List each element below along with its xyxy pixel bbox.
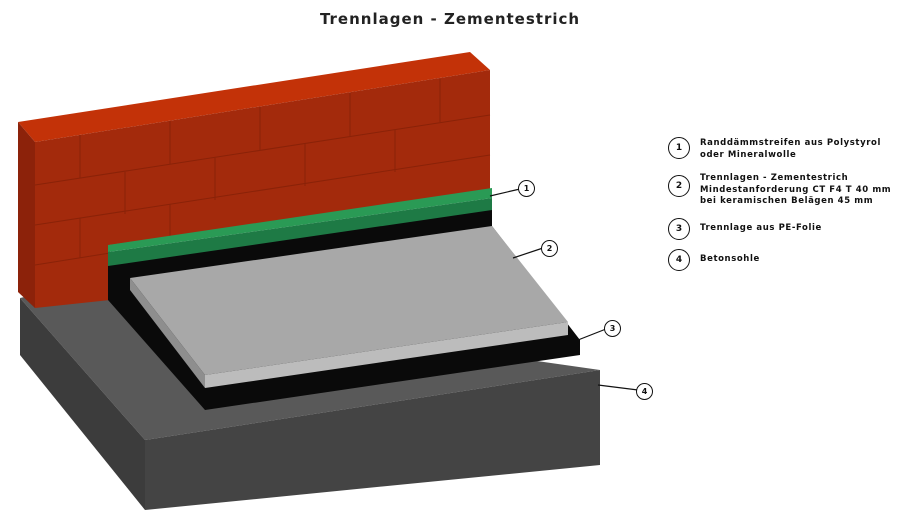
legend-label: Trennlage aus PE-Folie bbox=[700, 223, 822, 233]
callout-marker-3: 3 bbox=[604, 320, 621, 337]
legend-number: 1 bbox=[668, 137, 690, 159]
leader-line-1 bbox=[489, 188, 521, 197]
leader-line-4 bbox=[597, 384, 639, 391]
callout-marker-4: 4 bbox=[636, 383, 653, 400]
brick-wall-top bbox=[18, 52, 490, 142]
diagram-title: Trennlagen - Zementestrich bbox=[319, 10, 581, 28]
legend-label: Randdämmstreifen aus Polystyrol oder Min… bbox=[700, 138, 881, 160]
brick-mortar-lines bbox=[34, 79, 491, 266]
legend-number: 4 bbox=[668, 249, 690, 271]
leader-line-3 bbox=[577, 328, 607, 341]
insulation-strip-top bbox=[108, 188, 492, 252]
screed-front bbox=[205, 322, 568, 388]
legend-label: Betonsohle bbox=[700, 254, 760, 264]
legend-number: 3 bbox=[668, 218, 690, 240]
screed-side bbox=[130, 278, 205, 388]
legend-label: Trennlagen - Zementestrich Mindestanford… bbox=[700, 173, 892, 206]
concrete-slab-side bbox=[20, 298, 145, 510]
brick-wall-front bbox=[35, 70, 490, 308]
concrete-slab-front bbox=[145, 370, 600, 510]
leader-line-2 bbox=[512, 247, 544, 259]
screed-top bbox=[130, 226, 568, 375]
callout-marker-1: 1 bbox=[518, 180, 535, 197]
callout-marker-2: 2 bbox=[541, 240, 558, 257]
insulation-strip-front bbox=[108, 198, 492, 266]
brick-wall-side bbox=[18, 122, 35, 308]
legend-number: 2 bbox=[668, 175, 690, 197]
